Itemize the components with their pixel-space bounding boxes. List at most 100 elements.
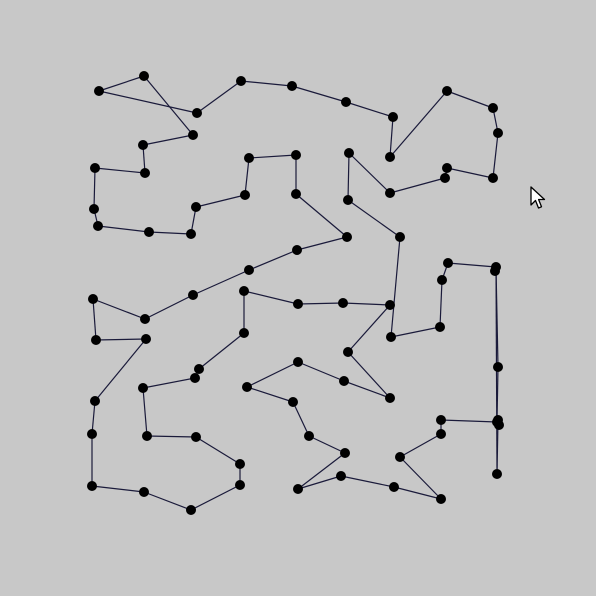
path-node[interactable] [186,229,196,239]
path-node[interactable] [191,202,201,212]
path-node[interactable] [139,487,149,497]
path-node[interactable] [340,448,350,458]
path-node[interactable] [239,328,249,338]
path-node[interactable] [244,153,254,163]
path-node[interactable] [194,364,204,374]
path-node[interactable] [93,221,103,231]
path-node[interactable] [235,459,245,469]
path-node[interactable] [436,429,446,439]
path-node[interactable] [244,265,254,275]
path-node[interactable] [488,173,498,183]
path-node[interactable] [336,471,346,481]
path-node[interactable] [192,108,202,118]
path-node[interactable] [235,480,245,490]
path-edges [91,75,499,511]
path-edge [94,167,146,174]
path-edge [347,199,401,238]
path-node[interactable] [90,163,100,173]
path-node[interactable] [342,232,352,242]
path-node[interactable] [494,420,504,430]
path-node[interactable] [389,482,399,492]
path-node[interactable] [304,431,314,441]
path-node[interactable] [442,86,452,96]
path-node[interactable] [292,245,302,255]
path-edge [144,294,194,320]
path-edge [393,486,442,500]
path-edge [292,401,310,437]
path-node[interactable] [442,163,452,173]
path-edge [248,249,298,271]
path-node[interactable] [90,396,100,406]
path-edge [296,236,348,251]
path-node[interactable] [492,469,502,479]
path-node[interactable] [87,429,97,439]
path-node[interactable] [385,152,395,162]
path-node[interactable] [242,382,252,392]
path-node[interactable] [188,130,198,140]
path-node[interactable] [88,294,98,304]
path-node[interactable] [436,415,446,425]
path-node[interactable] [386,332,396,342]
path-node[interactable] [341,97,351,107]
path-node[interactable] [140,314,150,324]
path-node[interactable] [287,81,297,91]
path-edge [146,435,197,438]
path-node[interactable] [236,76,246,86]
path-node[interactable] [188,290,198,300]
path-node[interactable] [338,298,348,308]
path-node[interactable] [344,148,354,158]
path-edge [142,377,196,389]
path-node[interactable] [443,258,453,268]
path-node[interactable] [435,322,445,332]
path-node[interactable] [91,335,101,345]
path-node[interactable] [138,140,148,150]
path-node[interactable] [490,266,500,276]
path-node[interactable] [94,86,104,96]
path-node[interactable] [385,300,395,310]
path-node[interactable] [488,103,498,113]
path-node[interactable] [437,275,447,285]
path-node[interactable] [138,383,148,393]
path-edge [91,400,96,435]
path-edge [345,101,394,118]
path-node[interactable] [291,189,301,199]
path-node[interactable] [388,112,398,122]
path-node[interactable] [436,494,446,504]
path-edge [446,90,494,109]
path-node[interactable] [395,452,405,462]
path-edge [143,75,194,136]
path-node[interactable] [343,195,353,205]
path-node[interactable] [89,204,99,214]
path-node[interactable] [190,373,200,383]
path-edge [246,361,299,388]
path-node[interactable] [493,362,503,372]
path-edge [248,154,297,159]
path-node[interactable] [343,347,353,357]
path-node[interactable] [139,71,149,81]
path-node[interactable] [239,286,249,296]
path-edge [297,475,342,490]
path-node[interactable] [142,431,152,441]
path-node[interactable] [293,299,303,309]
path-node[interactable] [385,393,395,403]
mouse-pointer-icon [530,186,546,209]
path-node[interactable] [395,232,405,242]
path-node[interactable] [288,397,298,407]
path-node[interactable] [440,173,450,183]
path-node[interactable] [339,376,349,386]
path-node[interactable] [186,505,196,515]
path-node[interactable] [291,150,301,160]
path-node[interactable] [240,190,250,200]
path-node[interactable] [141,334,151,344]
path-node[interactable] [144,227,154,237]
path-node[interactable] [140,168,150,178]
path-node[interactable] [385,188,395,198]
path-node[interactable] [293,484,303,494]
path-node[interactable] [87,481,97,491]
path-node[interactable] [191,432,201,442]
path-node[interactable] [293,357,303,367]
path-edge [389,177,446,194]
path-node[interactable] [493,128,503,138]
